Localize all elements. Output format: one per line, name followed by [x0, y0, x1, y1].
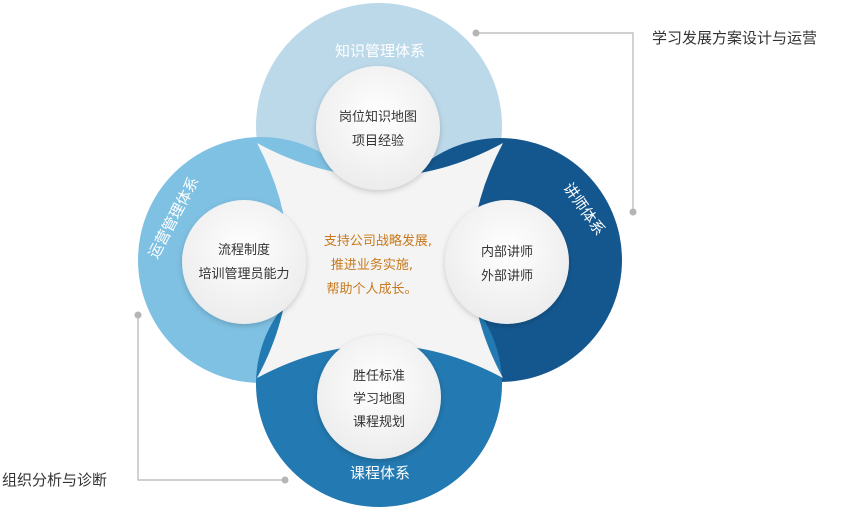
center-text: 支持公司战略发展, 推进业务实施, 帮助个人成长。 — [324, 233, 432, 297]
knowledge-title: 知识管理体系 — [335, 42, 425, 60]
lecturer-item: 外部讲师 — [481, 269, 533, 284]
operations-item: 流程制度 — [218, 242, 270, 258]
connector-lines — [134, 29, 637, 484]
operations-items: 流程制度 培训管理员能力 — [198, 242, 289, 282]
annotation-top-right: 学习发展方案设计与运营 — [652, 29, 817, 47]
center-line: 帮助个人成长。 — [326, 282, 417, 297]
curriculum-inner-circle — [317, 335, 441, 459]
curriculum-item: 课程规划 — [353, 415, 405, 430]
knowledge-items: 岗位知识地图 项目经验 — [339, 109, 417, 149]
annotation-bottom-left: 组织分析与诊断 — [2, 471, 107, 489]
knowledge-inner-circle — [316, 66, 440, 190]
knowledge-item: 岗位知识地图 — [339, 109, 417, 125]
curriculum-title: 课程体系 — [350, 464, 410, 482]
curriculum-item: 胜任标准 — [353, 369, 405, 384]
lecturer-inner-circle — [445, 200, 569, 324]
curriculum-item: 学习地图 — [353, 391, 405, 407]
center-star — [257, 143, 503, 378]
curriculum-items: 胜任标准 学习地图 课程规划 — [353, 369, 405, 430]
knowledge-item: 项目经验 — [352, 133, 404, 149]
operations-inner-circle — [182, 200, 306, 324]
center-line: 推进业务实施, — [331, 257, 413, 273]
lecturer-item: 内部讲师 — [481, 244, 533, 260]
center-line: 支持公司战略发展, — [324, 233, 432, 249]
lecturer-items: 内部讲师 外部讲师 — [481, 244, 533, 284]
operations-item: 培训管理员能力 — [198, 266, 289, 282]
